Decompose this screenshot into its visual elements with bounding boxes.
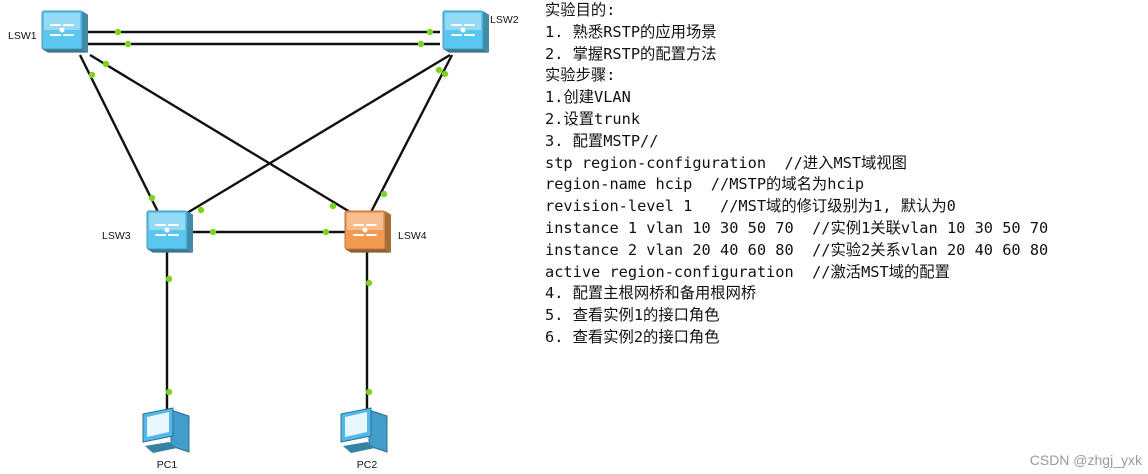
notes-line-step-4: 4. 配置主根网桥和备用根网桥 [545,284,757,303]
notes-line-stp-region: stp region-configuration //进入MST域视图 [545,153,907,172]
notes-line-revision-level: revision-level 1 //MST域的修订级别为1, 默认为0 [545,197,956,216]
port-status-dot [322,228,330,236]
port-status-dot [365,388,373,396]
port-status-dot [114,28,122,36]
pc2-pc-icon[interactable] [340,407,388,453]
notes-line-region-name: region-name hcip //MSTP的域名为hcip [545,175,865,194]
lsw4-label: LSW4 [398,230,427,242]
port-status-dot [165,388,173,396]
notes-line-instance-2: instance 2 vlan 20 40 60 80 //实验2关系vlan … [545,240,1049,259]
notes-line-step-5: 5. 查看实例1的接口角色 [545,306,720,325]
links-layer [78,30,454,412]
pc1-pc-icon[interactable] [142,407,190,453]
notes-line-purpose-1: 1. 熟悉RSTP的应用场景 [545,22,717,41]
watermark: CSDN @zhgj_yxk [1029,452,1142,468]
port-status-dot [148,194,156,202]
link-lsw1-lsw4 [89,53,351,214]
notes-line-steps-heading: 实验步骤: [545,66,616,85]
port-status-dot [365,279,373,287]
pc1-label: PC1 [157,459,178,471]
notes-line-purpose-heading: 实验目的: [545,1,616,19]
link-lsw2-lsw3 [186,53,451,215]
port-status-dot [197,206,205,214]
lsw1-label: LSW1 [8,30,37,42]
port-status-dot [441,70,449,78]
port-status-dot [426,28,434,36]
port-status-dot [209,228,217,236]
lsw3-label: LSW3 [102,230,131,242]
lsw3-switch-icon[interactable] [146,210,193,253]
notes-line-purpose-2: 2. 掌握RSTP的配置方法 [545,44,717,63]
lsw1-switch-icon[interactable] [41,10,88,53]
notes-line-active-region: active region-configuration //激活MST域的配置 [545,262,950,281]
notes-line-step-3: 3. 配置MSTP// [545,131,659,150]
notes-line-instance-1: instance 1 vlan 10 30 50 70 //实例1关联vlan … [545,218,1049,237]
experiment-notes: 实验目的: 1. 熟悉RSTP的应用场景 2. 掌握RSTP的配置方法 实验步骤… [545,0,1148,349]
port-status-dot [88,71,96,79]
port-status-dot [417,40,425,48]
notes-line-step-6: 6. 查看实例2的接口角色 [545,327,720,346]
port-status-dot [380,190,388,198]
notes-line-step-2: 2.设置trunk [545,109,641,128]
ports-layer [88,28,449,396]
port-status-dot [102,60,110,68]
link-lsw1-lsw3 [78,54,160,213]
lsw2-label: LSW2 [490,14,519,26]
lsw2-switch-icon[interactable] [442,10,489,53]
port-status-dot [165,275,173,283]
port-status-dot [329,202,337,210]
port-status-dot [435,66,443,74]
lsw4-switch-icon[interactable] [344,210,391,253]
port-status-dot [124,40,132,48]
pc2-label: PC2 [357,459,378,471]
notes-line-step-1: 1.创建VLAN [545,88,631,107]
link-lsw2-lsw4 [369,54,454,213]
